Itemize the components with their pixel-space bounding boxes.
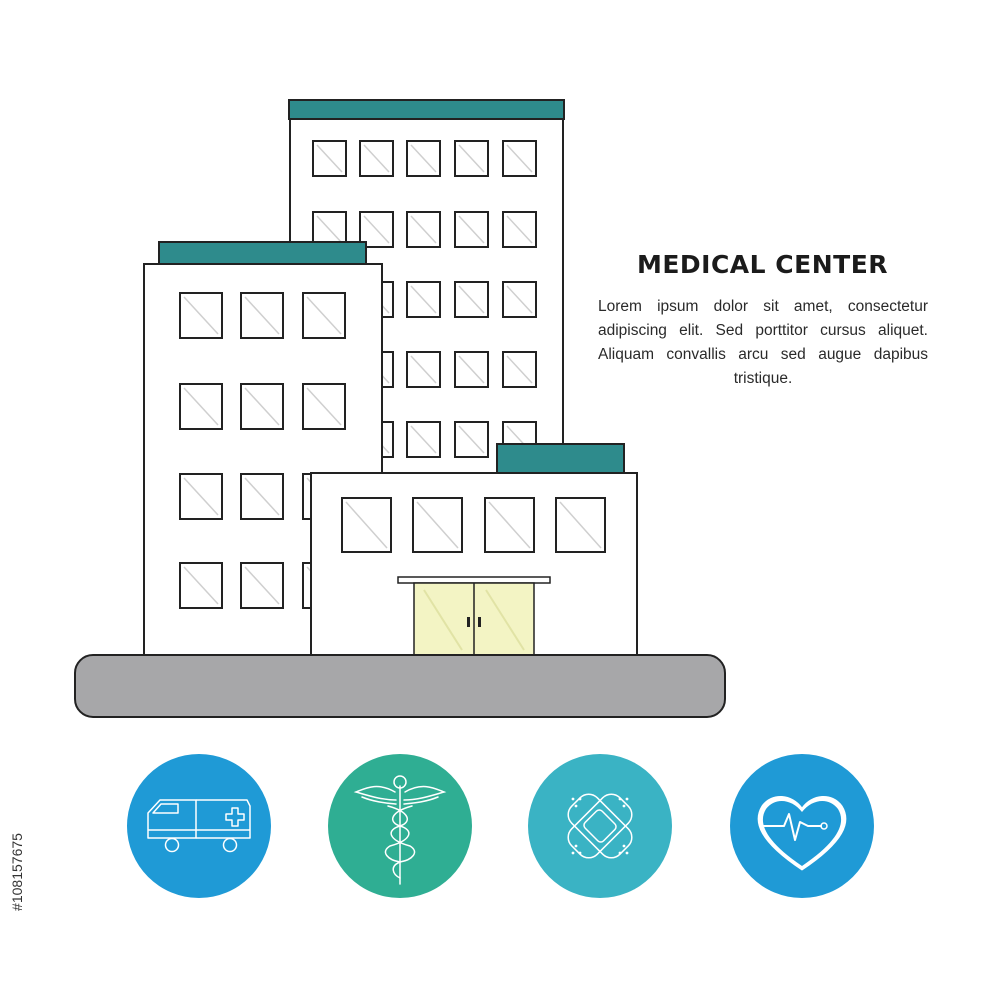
window bbox=[179, 383, 223, 430]
window bbox=[312, 140, 347, 177]
window bbox=[454, 281, 489, 318]
window bbox=[406, 421, 441, 458]
window bbox=[240, 473, 284, 520]
entrance-canopy bbox=[397, 576, 551, 584]
bandage-icon bbox=[528, 754, 672, 898]
roof bbox=[496, 443, 625, 474]
window bbox=[454, 140, 489, 177]
front-building bbox=[310, 443, 638, 657]
window bbox=[406, 281, 441, 318]
description-text: Lorem ipsum dolor sit amet, consectetur … bbox=[598, 298, 928, 387]
window bbox=[179, 562, 223, 609]
window bbox=[302, 292, 346, 339]
window bbox=[454, 211, 489, 248]
window bbox=[179, 292, 223, 339]
caduceus-icon bbox=[328, 754, 472, 898]
window bbox=[412, 497, 463, 553]
window bbox=[502, 211, 537, 248]
window bbox=[302, 383, 346, 430]
window bbox=[179, 473, 223, 520]
window bbox=[555, 497, 606, 553]
ground-base bbox=[74, 654, 726, 718]
window bbox=[341, 497, 392, 553]
window bbox=[359, 140, 394, 177]
window bbox=[406, 211, 441, 248]
window bbox=[240, 292, 284, 339]
window bbox=[502, 140, 537, 177]
window bbox=[502, 351, 537, 388]
roof bbox=[158, 241, 367, 265]
entrance-door bbox=[413, 582, 535, 657]
stock-id-text: #108157675 bbox=[9, 833, 25, 911]
window bbox=[406, 351, 441, 388]
page-title: MEDICAL CENTER bbox=[636, 250, 889, 279]
window bbox=[454, 351, 489, 388]
window bbox=[406, 140, 441, 177]
window bbox=[240, 383, 284, 430]
window bbox=[454, 421, 489, 458]
left-building-windows bbox=[179, 292, 346, 609]
roof bbox=[288, 99, 565, 120]
ambulance-icon bbox=[127, 754, 271, 898]
window bbox=[240, 562, 284, 609]
window bbox=[484, 497, 535, 553]
stock-id-watermark: #108157675 bbox=[2, 772, 32, 972]
heart-pulse-icon bbox=[730, 754, 874, 898]
front-building-windows bbox=[341, 497, 606, 553]
window bbox=[502, 281, 537, 318]
